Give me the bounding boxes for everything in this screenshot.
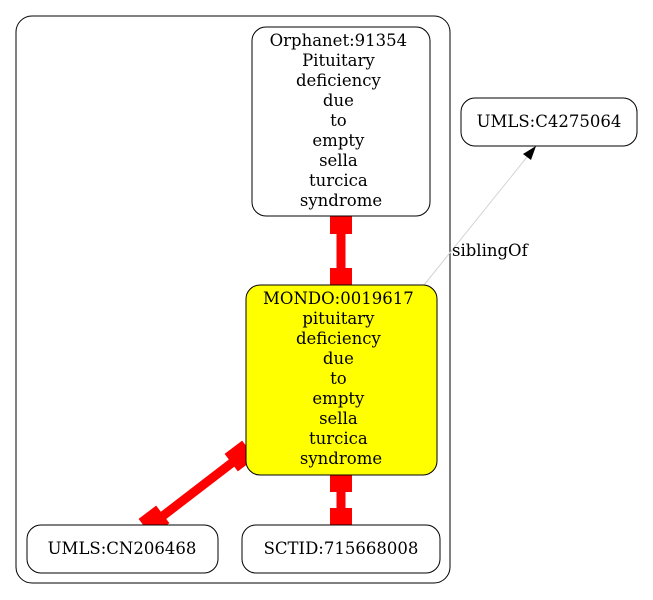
node-umls-cn206468[interactable]: UMLS:CN206468 xyxy=(26,524,219,574)
node-line: sella xyxy=(319,151,358,170)
node-line: syndrome xyxy=(300,449,382,468)
node-line: to xyxy=(330,369,347,388)
node-line: Orphanet:91354 xyxy=(270,31,408,50)
edge-siblingof-arrowhead xyxy=(523,146,536,160)
node-line: turcica xyxy=(309,429,368,448)
node-line: to xyxy=(330,111,347,130)
node-line: empty xyxy=(312,389,365,408)
edge-mondo-orphanet xyxy=(330,212,352,290)
edge-label-siblingof: siblingOf xyxy=(452,241,530,260)
node-line: due xyxy=(323,91,354,110)
node-line: UMLS:C4275064 xyxy=(477,112,622,131)
svg-text:Orphanet:91354 Pituitary: Orphanet:91354 Pituitary deficiency due … xyxy=(270,31,413,210)
node-line: syndrome xyxy=(300,191,382,210)
node-line: MONDO:0019617 xyxy=(263,289,414,308)
node-line: turcica xyxy=(309,171,368,190)
edge-siblingof xyxy=(423,156,528,286)
node-line: pituitary xyxy=(302,309,375,328)
node-line: deficiency xyxy=(296,329,381,348)
svg-text:MONDO:0019617 pituitary: MONDO:0019617 pituitary deficiency due t… xyxy=(263,289,419,468)
node-sctid-715668008[interactable]: SCTID:715668008 xyxy=(241,524,441,574)
node-line: SCTID:715668008 xyxy=(264,539,419,558)
node-line: Pituitary xyxy=(302,51,375,70)
cluster-box xyxy=(15,15,451,584)
edge-mondo-umls-cn xyxy=(138,440,256,537)
node-line: empty xyxy=(312,131,365,150)
node-line: due xyxy=(323,349,354,368)
edge-mondo-sctid xyxy=(330,470,352,530)
node-umls-c4275064[interactable]: UMLS:C4275064 xyxy=(460,97,638,147)
node-line: sella xyxy=(319,409,358,428)
node-orphanet-91354[interactable]: Orphanet:91354 Pituitary deficiency due … xyxy=(251,26,431,217)
node-line: deficiency xyxy=(296,71,381,90)
node-line: UMLS:CN206468 xyxy=(48,539,197,558)
node-mondo-0019617[interactable]: MONDO:0019617 pituitary deficiency due t… xyxy=(245,284,438,476)
